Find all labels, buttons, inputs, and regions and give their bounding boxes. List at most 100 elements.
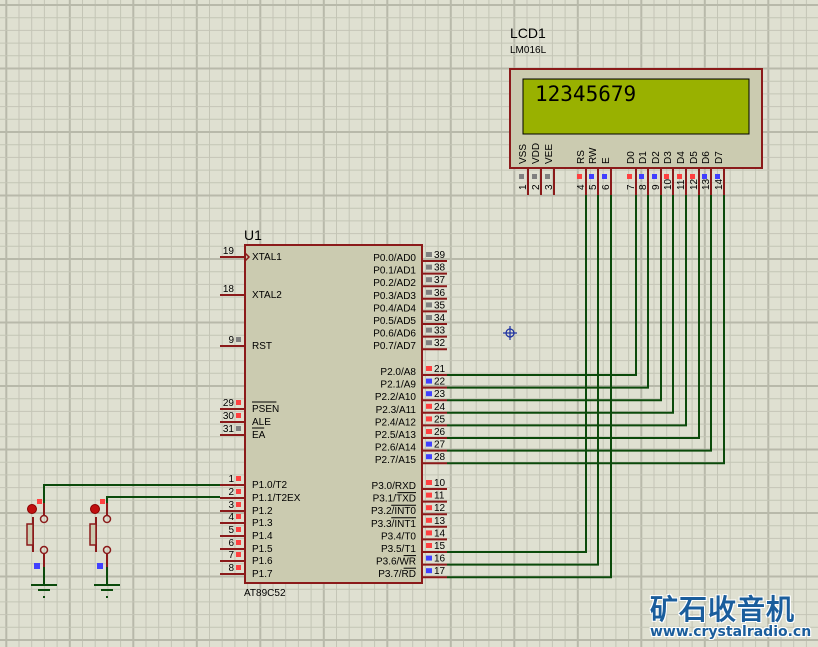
lcd-pin-number: 3 bbox=[544, 184, 555, 190]
mcu-pin-number: 14 bbox=[434, 528, 446, 539]
pin-state-indicator bbox=[545, 174, 550, 179]
pin-state-indicator bbox=[589, 174, 594, 179]
lcd-pin-name: D0 bbox=[626, 151, 637, 164]
lcd-pin-number: 4 bbox=[576, 184, 587, 190]
mcu-component[interactable]: U1 AT89C52 19XTAL118XTAL29RST29PSEN30ALE… bbox=[220, 227, 447, 599]
clock-input-icon bbox=[244, 252, 251, 262]
lcd-pin-number: 13 bbox=[701, 178, 712, 190]
mcu-pin-number: 7 bbox=[228, 550, 234, 561]
mcu-pin-name: XTAL2 bbox=[252, 290, 282, 301]
lcd-screen bbox=[522, 78, 750, 135]
pin-state-indicator bbox=[426, 543, 432, 548]
pin-state-indicator bbox=[519, 174, 524, 179]
push-button-1 bbox=[26, 499, 57, 598]
lcd-pin-name: RW bbox=[588, 147, 599, 164]
lcd-ref-label: LCD1 bbox=[510, 25, 546, 41]
wire bbox=[447, 195, 599, 566]
lcd-pin-number: 1 bbox=[518, 184, 529, 190]
pin-state-indicator bbox=[426, 480, 432, 485]
pin-state-indicator bbox=[426, 302, 432, 308]
pin-state-indicator bbox=[664, 174, 669, 179]
site-logo: 矿石收音机 www.crystalradio.cn bbox=[650, 588, 818, 647]
pin-state-indicator bbox=[236, 502, 241, 507]
mcu-pin-name: P3.2/INT0 bbox=[371, 506, 416, 517]
mcu-pin-number: 9 bbox=[228, 335, 234, 346]
pin-state-indicator bbox=[690, 174, 695, 179]
logo-url: www.crystalradio.cn bbox=[650, 624, 812, 640]
pin-state-indicator bbox=[426, 429, 432, 434]
mcu-pin-name: RST bbox=[252, 341, 272, 352]
wire bbox=[447, 195, 612, 579]
pin-state-indicator bbox=[652, 174, 657, 179]
mcu-left-pins: 19XTAL118XTAL29RST29PSEN30ALE31EA1P1.0/T… bbox=[220, 246, 301, 580]
mcu-pin-name: P3.0/RXD bbox=[372, 481, 416, 492]
mcu-ref-label: U1 bbox=[244, 227, 262, 243]
lcd-pin-number: 6 bbox=[601, 184, 612, 190]
mcu-pin-name: P1.0/T2 bbox=[252, 480, 287, 491]
mcu-pin-name: ALE bbox=[252, 417, 271, 428]
pin-state-indicator bbox=[426, 416, 432, 422]
mcu-pin-number: 1 bbox=[228, 474, 234, 485]
mcu-pin-name: P2.2/A10 bbox=[375, 392, 417, 403]
lcd-component[interactable]: LCD1 LM016L 12345679 1VSS2VDD3VEE4RS5RW6… bbox=[509, 25, 763, 195]
switches bbox=[26, 499, 120, 598]
mcu-pin-name: P1.5 bbox=[252, 544, 273, 555]
lcd-pin-name: VEE bbox=[544, 144, 555, 164]
mcu-pin-name: P3.3/INT1 bbox=[371, 519, 416, 530]
mcu-pin-name: P0.0/AD0 bbox=[373, 253, 416, 264]
lcd-pin-number: 14 bbox=[714, 178, 725, 190]
wire bbox=[447, 195, 662, 402]
lcd-pin-name: D3 bbox=[663, 151, 674, 164]
pin-state-indicator bbox=[426, 391, 432, 397]
mcu-pin-number: 29 bbox=[223, 398, 235, 409]
logo-title: 矿石收音机 bbox=[650, 593, 796, 626]
pin-state-indicator bbox=[37, 499, 42, 504]
mcu-pin-name: P2.3/A11 bbox=[376, 405, 417, 416]
pin-state-indicator bbox=[426, 555, 432, 561]
mcu-pin-number: 37 bbox=[434, 275, 446, 286]
pin-state-indicator bbox=[236, 565, 241, 570]
pin-state-indicator bbox=[426, 454, 432, 460]
lcd-pin-number: 7 bbox=[626, 184, 637, 190]
pin-state-indicator bbox=[236, 552, 241, 557]
mcu-pin-number: 28 bbox=[434, 452, 446, 463]
mcu-pin-number: 21 bbox=[434, 364, 446, 375]
mcu-pin-name: P1.2 bbox=[252, 506, 273, 517]
pin-state-indicator bbox=[426, 517, 432, 523]
lcd-pins: 1VSS2VDD3VEE4RS5RW6E7D08D19D210D311D412D… bbox=[518, 143, 725, 195]
mcu-pin-number: 39 bbox=[434, 250, 446, 261]
pin-state-indicator bbox=[97, 563, 103, 569]
wire bbox=[447, 195, 674, 414]
mcu-pin-number: 36 bbox=[434, 288, 446, 299]
mcu-pin-number: 32 bbox=[434, 338, 446, 349]
mcu-pin-name: P0.4/AD4 bbox=[373, 303, 416, 314]
wire bbox=[106, 496, 220, 503]
wire bbox=[447, 195, 700, 439]
wire bbox=[447, 195, 587, 553]
mcu-pin-number: 23 bbox=[434, 389, 446, 400]
pin-state-indicator bbox=[236, 337, 241, 342]
mcu-pin-number: 5 bbox=[228, 525, 234, 536]
lcd-pin-name: D6 bbox=[701, 151, 712, 164]
pin-state-indicator bbox=[426, 327, 432, 333]
mcu-pin-number: 11 bbox=[434, 491, 445, 502]
lcd-pin-name: D4 bbox=[676, 151, 687, 164]
wires bbox=[43, 195, 725, 579]
lcd-pin-name: VDD bbox=[531, 143, 542, 164]
ground-icon bbox=[31, 584, 57, 598]
push-button-2 bbox=[89, 499, 120, 598]
switch-contact bbox=[39, 514, 49, 524]
lcd-pin-name: E bbox=[601, 157, 612, 164]
wire bbox=[43, 484, 220, 503]
mcu-pin-name: P1.7 bbox=[252, 569, 273, 580]
mcu-pin-number: 15 bbox=[434, 541, 446, 552]
lcd-pin-number: 2 bbox=[531, 184, 542, 190]
pin-state-indicator bbox=[715, 174, 720, 179]
pin-state-indicator bbox=[426, 403, 432, 409]
wire bbox=[447, 195, 725, 465]
mcu-pin-number: 34 bbox=[434, 313, 446, 324]
mcu-pin-number: 10 bbox=[434, 478, 446, 489]
pin-state-indicator bbox=[639, 174, 644, 179]
mcu-pin-name: P2.7/A15 bbox=[375, 455, 417, 466]
